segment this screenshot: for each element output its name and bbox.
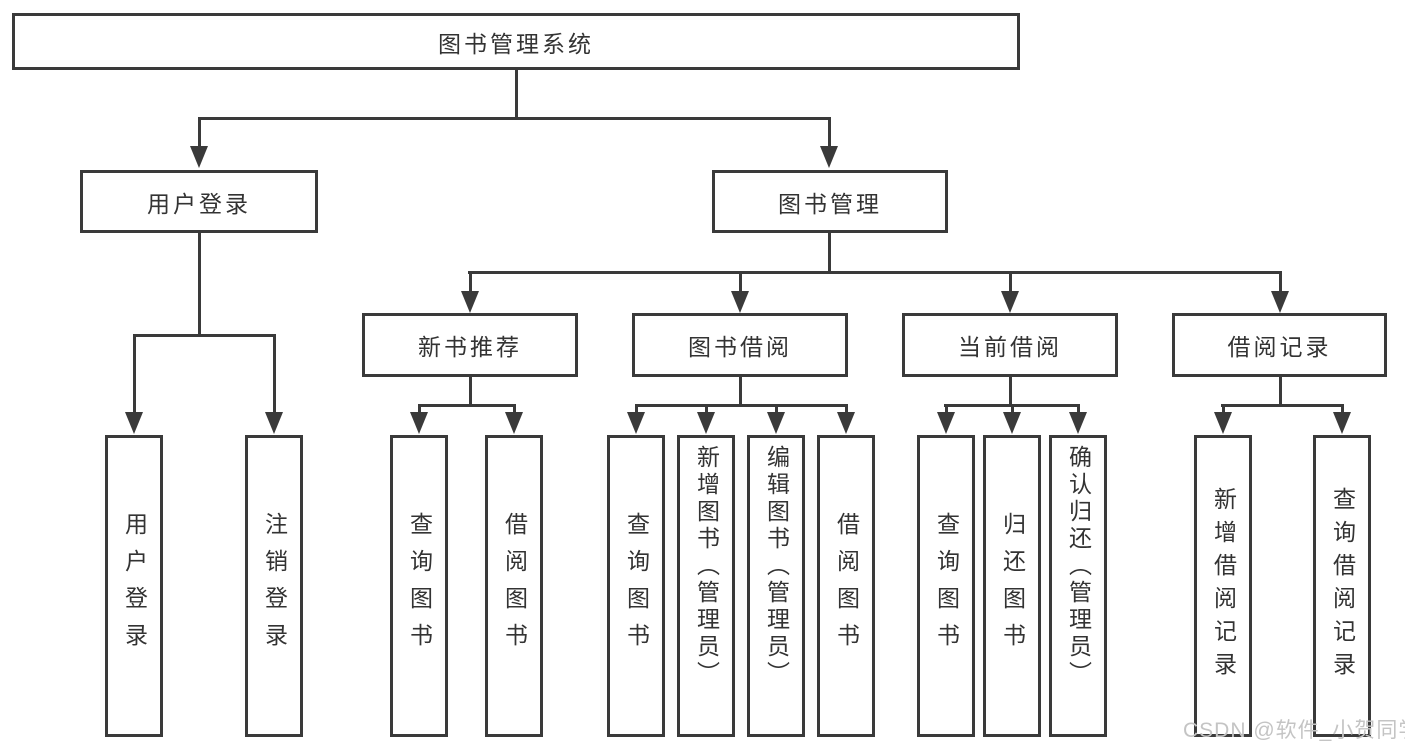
connector-root-stem <box>515 70 518 120</box>
connector-drop-d2 <box>1341 404 1344 414</box>
leaf-borrowing-query-books-label: 查询图书 <box>623 512 650 660</box>
connector-book-management-stem <box>828 233 831 274</box>
leaf-current-query-books: 查询图书 <box>917 435 975 737</box>
arrow-user-login <box>190 146 208 168</box>
connector-book-borrowing-stem <box>739 377 742 407</box>
leaf-borrowing-borrow-books-label: 借阅图书 <box>833 512 860 660</box>
arrow-d2 <box>1333 412 1351 434</box>
leaf-recommend-borrow-books-label: 借阅图书 <box>501 512 528 660</box>
watermark-text: CSDN @软件_小贺同学 <box>1183 719 1405 742</box>
connector-drop-b1 <box>635 404 638 414</box>
leaf-recommend-query-books-label: 查询图书 <box>406 512 433 660</box>
node-root: 图书管理系统 <box>12 13 1020 70</box>
connector-drop-c2 <box>1011 404 1014 414</box>
leaf-records-query-record: 查询借阅记录 <box>1313 435 1371 737</box>
node-book-borrowing: 图书借阅 <box>632 313 848 377</box>
arrow-b4 <box>837 412 855 434</box>
connector-user-login-bar <box>133 334 276 337</box>
arrow-a2 <box>505 412 523 434</box>
leaf-logout-label: 注销登录 <box>261 512 288 660</box>
leaf-current-return-books-label: 归还图书 <box>999 512 1026 660</box>
connector-drop-book-borrowing <box>739 271 742 293</box>
arrow-b3 <box>767 412 785 434</box>
connector-current-borrowing-stem <box>1009 377 1012 407</box>
leaf-borrowing-edit-books-admin-label: 编辑图书（管理员） <box>763 445 790 688</box>
connector-drop-b4 <box>845 404 848 414</box>
leaf-borrowing-borrow-books: 借阅图书 <box>817 435 875 737</box>
connector-book-management-bar <box>468 271 1281 274</box>
leaf-borrowing-query-books: 查询图书 <box>607 435 665 737</box>
leaf-current-query-books-label: 查询图书 <box>933 512 960 660</box>
arrow-a1 <box>410 412 428 434</box>
node-user-login-label: 用户登录 <box>147 190 251 217</box>
node-current-borrowing: 当前借阅 <box>902 313 1118 377</box>
arrow-book-borrowing <box>731 291 749 313</box>
leaf-recommend-query-books: 查询图书 <box>390 435 448 737</box>
connector-drop-b2 <box>705 404 708 414</box>
node-borrow-records: 借阅记录 <box>1172 313 1387 377</box>
leaf-user-login-label: 用户登录 <box>121 512 148 660</box>
leaf-recommend-borrow-books: 借阅图书 <box>485 435 543 737</box>
arrow-new-book <box>461 291 479 313</box>
connector-drop-borrow-records <box>1279 271 1282 293</box>
connector-drop-leaf-login <box>133 334 136 414</box>
connector-drop-user-login <box>198 117 201 147</box>
connector-drop-book-management <box>828 117 831 147</box>
node-user-login: 用户登录 <box>80 170 318 233</box>
connector-drop-d1 <box>1222 404 1225 414</box>
connector-drop-leaf-logout <box>273 334 276 414</box>
arrow-leaf-login <box>125 412 143 434</box>
leaf-user-login: 用户登录 <box>105 435 163 737</box>
connector-new-book-bar <box>418 404 516 407</box>
connector-drop-a1 <box>418 404 421 414</box>
arrow-c3 <box>1069 412 1087 434</box>
connector-drop-a2 <box>513 404 516 414</box>
node-current-borrowing-label: 当前借阅 <box>958 334 1062 360</box>
node-book-management-label: 图书管理 <box>778 190 882 217</box>
leaf-borrowing-edit-books-admin: 编辑图书（管理员） <box>747 435 805 737</box>
leaf-records-query-record-label: 查询借阅记录 <box>1329 487 1356 685</box>
arrow-borrow-records <box>1271 291 1289 313</box>
arrow-c2 <box>1003 412 1021 434</box>
arrow-b2 <box>697 412 715 434</box>
connector-drop-new-book <box>469 271 472 293</box>
leaf-records-add-record: 新增借阅记录 <box>1194 435 1252 737</box>
node-root-label: 图书管理系统 <box>438 30 594 57</box>
leaf-current-return-books: 归还图书 <box>983 435 1041 737</box>
node-new-book-recommend-label: 新书推荐 <box>418 334 522 360</box>
node-book-management: 图书管理 <box>712 170 948 233</box>
connector-borrow-records-stem <box>1279 377 1282 407</box>
connector-drop-b3 <box>775 404 778 414</box>
arrow-c1 <box>937 412 955 434</box>
connector-drop-current-borrowing <box>1009 271 1012 293</box>
connector-root-bar <box>198 117 831 120</box>
node-book-borrowing-label: 图书借阅 <box>688 334 792 360</box>
arrow-current-borrowing <box>1001 291 1019 313</box>
arrow-b1 <box>627 412 645 434</box>
arrow-leaf-logout <box>265 412 283 434</box>
leaf-borrowing-add-books-admin: 新增图书（管理员） <box>677 435 735 737</box>
connector-drop-c3 <box>1077 404 1080 414</box>
connector-borrow-records-bar <box>1221 404 1344 407</box>
leaf-current-confirm-return-admin: 确认归还（管理员） <box>1049 435 1107 737</box>
connector-user-login-stem <box>198 233 201 337</box>
arrow-book-management <box>820 146 838 168</box>
leaf-logout: 注销登录 <box>245 435 303 737</box>
connector-book-borrowing-bar <box>635 404 847 407</box>
node-new-book-recommend: 新书推荐 <box>362 313 578 377</box>
leaf-current-confirm-return-admin-label: 确认归还（管理员） <box>1065 445 1092 688</box>
leaf-records-add-record-label: 新增借阅记录 <box>1210 487 1237 685</box>
leaf-borrowing-add-books-admin-label: 新增图书（管理员） <box>693 445 720 688</box>
arrow-d1 <box>1214 412 1232 434</box>
node-borrow-records-label: 借阅记录 <box>1227 334 1332 360</box>
connector-drop-c1 <box>945 404 948 414</box>
connector-new-book-stem <box>469 377 472 407</box>
